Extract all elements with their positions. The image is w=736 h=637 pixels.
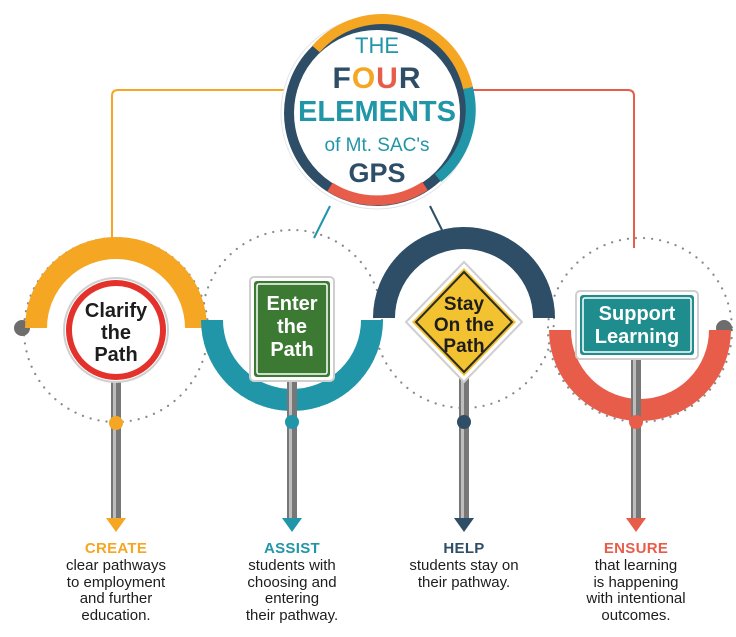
caption-line: with intentional bbox=[586, 590, 686, 607]
title-subtitle: of Mt. SAC's bbox=[325, 135, 430, 156]
four-letter-f: F bbox=[332, 62, 351, 95]
sign-3-line-3: Path bbox=[443, 336, 484, 357]
four-letter-r: R bbox=[399, 62, 422, 95]
connector-right bbox=[452, 89, 635, 248]
title-line-1: THE bbox=[355, 33, 399, 58]
pin-1 bbox=[109, 416, 123, 430]
pin-3 bbox=[457, 415, 471, 429]
caption-heading: CREATE bbox=[84, 540, 148, 557]
pin-4 bbox=[629, 415, 643, 429]
sign-4-line-1: Support bbox=[599, 303, 676, 325]
element-stay: Stay On the Path bbox=[373, 227, 555, 532]
arrow-3 bbox=[454, 518, 474, 532]
sign-2-line-3: Path bbox=[270, 339, 313, 361]
sign-2-line-2: the bbox=[277, 316, 307, 338]
caption-ensure: ENSURE that learning is happening with i… bbox=[561, 540, 711, 624]
sign-1-line-1: Clarify bbox=[85, 300, 148, 322]
stay-sign: Stay On the Path bbox=[404, 260, 524, 384]
caption-line: outcomes. bbox=[601, 606, 671, 624]
caption-line: their pathway. bbox=[245, 606, 339, 624]
caption-help: HELP students stay on their pathway. bbox=[389, 540, 539, 591]
sign-1-line-3: Path bbox=[94, 344, 137, 366]
sign-3-line-2: On the bbox=[434, 315, 494, 336]
caption-line: and further bbox=[79, 590, 153, 607]
title-badge: THE FOUR ELEMENTS of Mt. SAC's GPS bbox=[280, 14, 476, 210]
navy-arc bbox=[373, 227, 555, 319]
caption-heading: ENSURE bbox=[603, 540, 669, 557]
clarify-sign: Clarify the Path bbox=[63, 277, 169, 383]
title-four: FOUR bbox=[332, 62, 421, 95]
caption-heading: ASSIST bbox=[264, 540, 320, 557]
arrow-4 bbox=[626, 518, 646, 532]
orange-arc bbox=[25, 237, 207, 329]
caption-line: entering bbox=[264, 590, 320, 607]
element-enter: Enter the Path bbox=[201, 257, 383, 532]
caption-line: clear pathways bbox=[65, 557, 167, 574]
sign-4-line-2: Learning bbox=[595, 326, 679, 348]
title-gps: GPS bbox=[348, 158, 405, 188]
element-support: Support Learning bbox=[549, 267, 731, 532]
sign-3-line-1: Stay bbox=[444, 294, 485, 315]
enter-sign: Enter the Path bbox=[249, 276, 335, 382]
caption-line: that learning bbox=[594, 557, 678, 574]
caption-line: choosing and bbox=[247, 573, 337, 591]
caption-create: CREATE clear pathways to employment and … bbox=[41, 540, 191, 624]
caption-line: to employment bbox=[66, 573, 166, 591]
support-sign: Support Learning bbox=[575, 290, 699, 360]
four-letter-u: U bbox=[376, 62, 399, 95]
caption-line: students stay on bbox=[409, 557, 519, 574]
caption-line: education. bbox=[81, 606, 151, 624]
caption-line: their pathway. bbox=[417, 573, 511, 591]
pin-2 bbox=[285, 415, 299, 429]
connector-left bbox=[111, 89, 300, 246]
title-elements: ELEMENTS bbox=[298, 96, 456, 128]
caption-line: is happening bbox=[593, 573, 679, 591]
caption-assist: ASSIST students with choosing and enteri… bbox=[217, 540, 367, 624]
sign-2-line-1: Enter bbox=[266, 293, 317, 315]
dotted-ring-4 bbox=[546, 236, 734, 424]
arrow-2 bbox=[282, 518, 302, 532]
connector-center-left bbox=[313, 205, 331, 239]
four-letter-o: O bbox=[352, 62, 376, 95]
caption-line: students with bbox=[248, 557, 336, 574]
sign-1-line-2: the bbox=[101, 322, 131, 344]
element-clarify: Clarify the Path bbox=[25, 237, 207, 532]
arrow-1 bbox=[106, 518, 126, 532]
caption-heading: HELP bbox=[443, 540, 485, 557]
